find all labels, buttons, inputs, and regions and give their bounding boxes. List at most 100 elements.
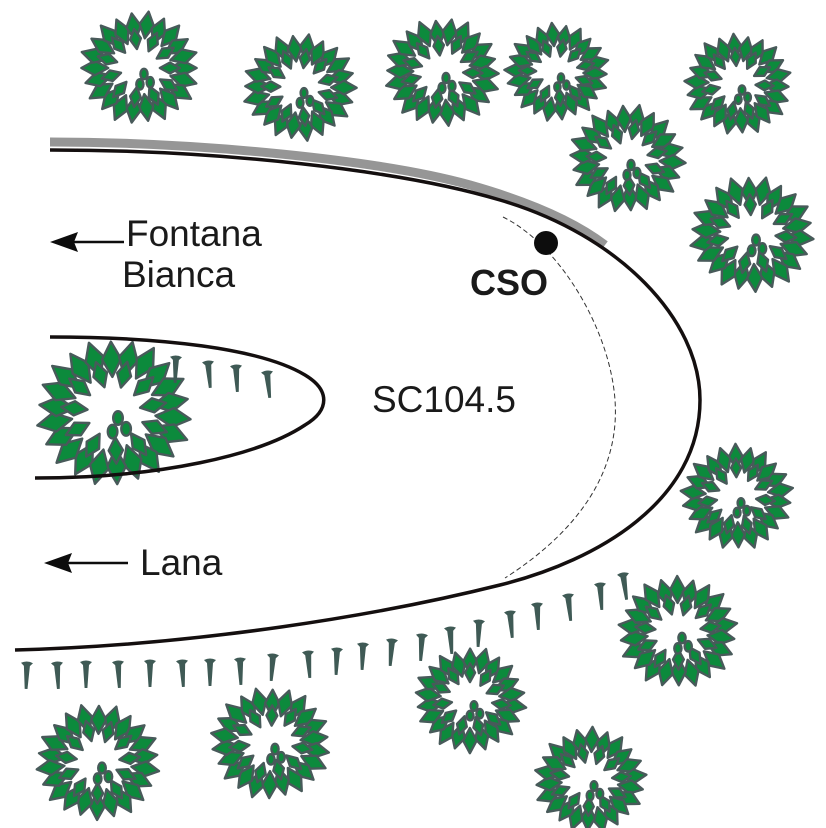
leaf [498, 686, 526, 703]
leaf [291, 741, 314, 755]
leaf [80, 59, 110, 77]
leaf [644, 162, 666, 175]
leaf [92, 360, 109, 389]
leaf [141, 419, 169, 436]
leaf [650, 133, 677, 149]
leaf [72, 777, 87, 798]
leaf [584, 725, 600, 754]
leaf [737, 84, 747, 96]
leaf [743, 91, 753, 104]
leaf [100, 340, 123, 379]
leaf [483, 719, 500, 743]
leaf [128, 735, 157, 753]
leaf [130, 760, 161, 778]
leaf [545, 21, 561, 48]
leaf [752, 517, 769, 541]
leaf [299, 86, 309, 100]
leaf [677, 631, 687, 645]
leaf [286, 34, 303, 63]
leaf [468, 54, 497, 71]
leaf [111, 410, 124, 427]
leaf [751, 233, 762, 247]
tree-canopy-icon [534, 725, 648, 828]
leaf [619, 629, 649, 647]
leaf [606, 736, 624, 760]
leaf [475, 707, 485, 720]
leaf [743, 192, 758, 217]
leaf [419, 708, 445, 724]
leaf [317, 73, 339, 86]
leaf [254, 761, 267, 784]
leaf [432, 34, 446, 57]
leaf [753, 102, 771, 124]
leaf [673, 642, 683, 655]
roadside-post-icon [261, 370, 273, 399]
leaf [701, 83, 722, 96]
leaf [251, 687, 268, 717]
leaf [746, 262, 764, 294]
tree-canopy-icon [414, 647, 528, 755]
leaf [90, 704, 108, 736]
leaf [210, 727, 239, 744]
tree-canopy-icon [679, 442, 795, 549]
leaf [293, 707, 317, 728]
roadside-post-icon [302, 650, 314, 679]
leaf [36, 411, 74, 433]
leaf [594, 135, 613, 150]
leaf [692, 462, 715, 482]
leaf [469, 700, 479, 713]
roadside-post-icon [234, 657, 246, 686]
leaf [441, 18, 458, 47]
leaf [713, 103, 727, 128]
leaf [431, 682, 451, 694]
leaf [746, 463, 759, 483]
leaf [732, 506, 742, 519]
leaf [139, 67, 149, 81]
leaf [309, 110, 325, 136]
leaf [708, 516, 724, 541]
leaf [101, 720, 115, 744]
leaf [120, 420, 133, 437]
leaf [118, 751, 142, 766]
leaf [706, 508, 723, 524]
leaf [582, 66, 608, 81]
curve-id-label: SC104.5 [372, 379, 516, 420]
leaf [683, 658, 700, 687]
leaf [640, 111, 655, 138]
leaf [525, 50, 543, 64]
roadside-post-icon [267, 653, 279, 682]
leaf [281, 49, 293, 70]
leaf [763, 89, 789, 104]
leaf [525, 35, 543, 56]
leaf [553, 81, 562, 93]
leaf [754, 176, 772, 206]
leaf [461, 66, 484, 80]
leaf [260, 80, 282, 93]
leaf [85, 432, 101, 458]
leaf [689, 96, 713, 111]
leaf [270, 742, 280, 756]
leaf [706, 233, 730, 248]
leaf [657, 657, 674, 687]
leaf [154, 406, 192, 429]
leaf [733, 93, 743, 106]
leaf [641, 130, 658, 147]
leaf [539, 84, 551, 103]
leaf [716, 446, 732, 474]
leaf [35, 758, 66, 777]
leaf [41, 735, 69, 752]
leaf [82, 719, 96, 743]
tree-canopy-icon [35, 704, 161, 822]
roadside-post-icon [444, 626, 456, 655]
tree-canopy-icon [80, 10, 198, 124]
leaf [441, 71, 451, 85]
leaf [508, 53, 534, 68]
leaf [517, 64, 538, 77]
leaf [103, 769, 114, 784]
leaf [556, 38, 568, 58]
leaf [694, 53, 717, 71]
leaf [64, 712, 82, 739]
leaf [568, 804, 584, 828]
leaf [69, 352, 92, 384]
